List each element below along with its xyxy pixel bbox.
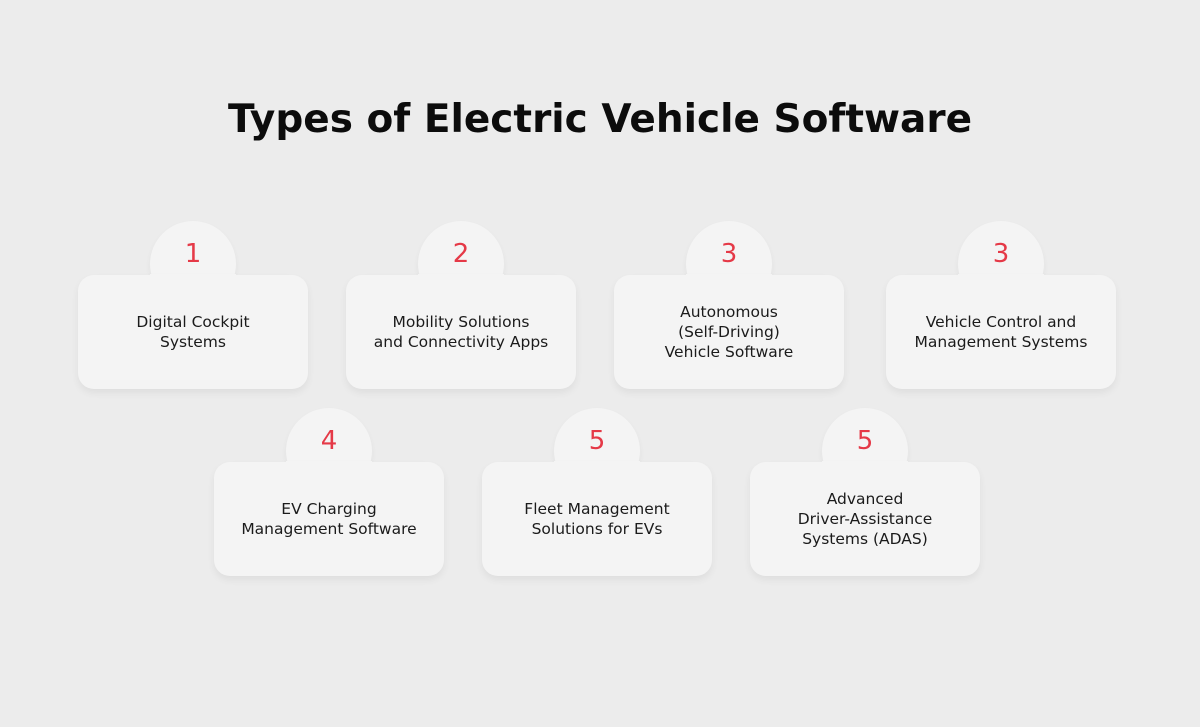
card-label: Mobility Solutions and Connectivity Apps: [373, 313, 549, 351]
card-label: Vehicle Control and Management Systems: [914, 313, 1088, 351]
card-ev-charging: 4 EV Charging Management Software: [214, 408, 444, 576]
card-digital-cockpit: 1 Digital Cockpit Systems: [78, 221, 308, 389]
card-vehicle-control: 3 Vehicle Control and Management Systems: [886, 221, 1116, 389]
card-number: 2: [452, 239, 470, 269]
card-label: Digital Cockpit Systems: [136, 313, 250, 351]
card-number: 5: [856, 426, 874, 456]
card-number: 3: [992, 239, 1010, 269]
card-adas: 5 Advanced Driver-Assistance Systems (AD…: [750, 408, 980, 576]
card-label: EV Charging Management Software: [241, 500, 417, 538]
card-label-wrap: Vehicle Control and Management Systems: [886, 275, 1116, 389]
card-label-wrap: Digital Cockpit Systems: [78, 275, 308, 389]
card-label-wrap: Advanced Driver-Assistance Systems (ADAS…: [750, 462, 980, 576]
card-label: Advanced Driver-Assistance Systems (ADAS…: [797, 490, 933, 548]
card-autonomous-software: 3 Autonomous (Self-Driving) Vehicle Soft…: [614, 221, 844, 389]
card-number: 3: [720, 239, 738, 269]
card-label-wrap: Mobility Solutions and Connectivity Apps: [346, 275, 576, 389]
page-title: Types of Electric Vehicle Software: [227, 97, 973, 142]
card-label-wrap: Autonomous (Self-Driving) Vehicle Softwa…: [614, 275, 844, 389]
card-number: 1: [184, 239, 202, 269]
card-fleet-management: 5 Fleet Management Solutions for EVs: [482, 408, 712, 576]
card-label-wrap: EV Charging Management Software: [214, 462, 444, 576]
card-number: 5: [588, 426, 606, 456]
card-number: 4: [320, 426, 338, 456]
card-label-wrap: Fleet Management Solutions for EVs: [482, 462, 712, 576]
card-label: Fleet Management Solutions for EVs: [524, 500, 670, 538]
card-label: Autonomous (Self-Driving) Vehicle Softwa…: [664, 303, 794, 361]
card-mobility-solutions: 2 Mobility Solutions and Connectivity Ap…: [346, 221, 576, 389]
